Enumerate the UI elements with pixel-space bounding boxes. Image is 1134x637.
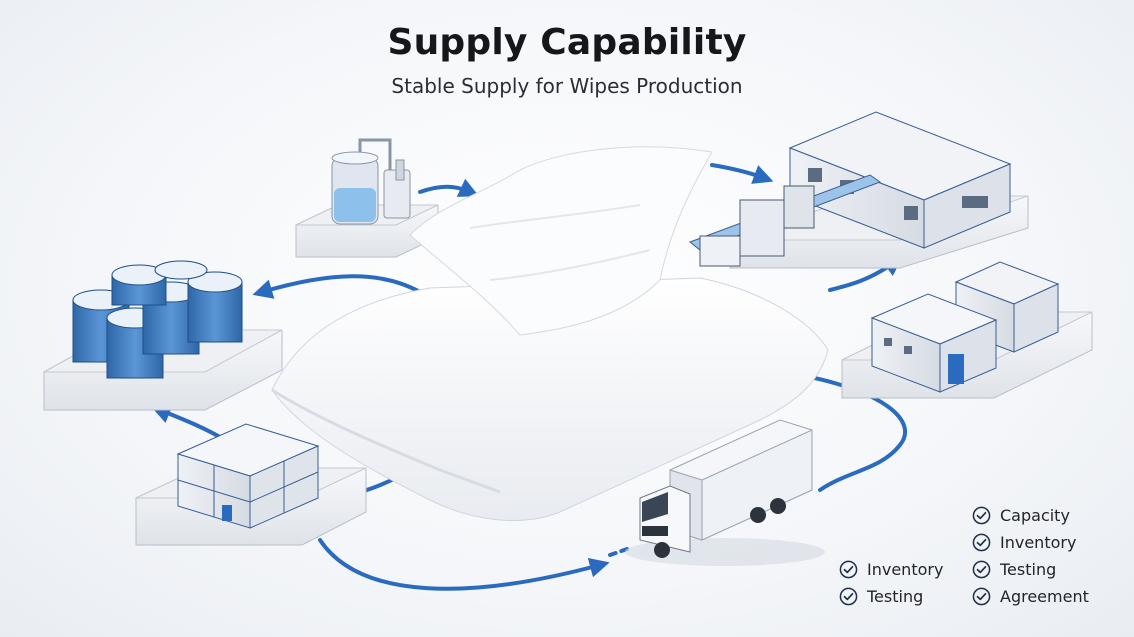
arrow-pack-to-factory [710, 163, 774, 184]
page-title: Supply Capability [387, 22, 747, 63]
arrow-center-to-storage [252, 274, 422, 299]
checklist-item-label: Testing [867, 587, 924, 606]
truck-icon [625, 419, 825, 566]
check-circle-icon [839, 560, 858, 579]
checklist-item: Capacity [972, 502, 1089, 529]
arrow-truck-dash [608, 546, 632, 557]
checklist-item: Inventory [839, 556, 943, 583]
checklist-item-label: Agreement [1000, 587, 1089, 606]
checklist-item: Testing [839, 583, 943, 610]
warehouse-right-unit [841, 261, 1093, 399]
arrow-storage-to-warehouse [150, 404, 227, 442]
factory-unit [688, 111, 1029, 269]
checklist-item-label: Testing [1000, 560, 1057, 579]
arrow-bottom-to-truck [318, 538, 610, 591]
arrow-tank-to-pack [418, 178, 480, 197]
page-subtitle: Stable Supply for Wipes Production [391, 74, 743, 98]
checklist-item: Testing [972, 556, 1089, 583]
checklist-item: Agreement [972, 583, 1089, 610]
check-circle-icon [972, 506, 991, 525]
wipes-pack [271, 146, 829, 521]
checklist-left: Inventory Testing [839, 556, 943, 610]
check-circle-icon [972, 533, 991, 552]
warehouse-left-unit [135, 423, 367, 546]
check-circle-icon [972, 560, 991, 579]
checklist-item: Inventory [972, 529, 1089, 556]
storage-tanks-unit [43, 260, 283, 411]
checklist-item-label: Inventory [867, 560, 944, 579]
checklist-item-label: Capacity [1000, 506, 1070, 525]
check-circle-icon [972, 587, 991, 606]
checklist-item-label: Inventory [1000, 533, 1077, 552]
check-circle-icon [839, 587, 858, 606]
checklist-right: Capacity Inventory Testing Agreement [972, 502, 1089, 610]
